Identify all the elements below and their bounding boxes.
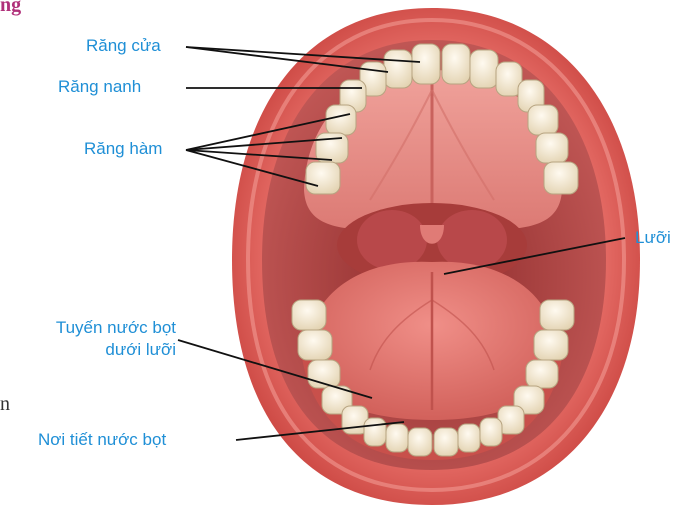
cropped-text-fragment-top: ng: [0, 0, 21, 17]
cropped-text-fragment-left-edge: n: [0, 393, 10, 416]
label-rang-nanh: Răng nanh: [58, 77, 141, 97]
label-tuyen-nuoc-bot-line1: Tuyến nước bọt: [4, 318, 176, 338]
label-luoi: Lưỡi: [635, 228, 671, 248]
label-rang-ham: Răng hàm: [84, 139, 162, 159]
label-tuyen-nuoc-bot-line2: dưới lưỡi: [4, 340, 176, 360]
label-noi-tiet-nuoc-bot: Nơi tiết nước bọt: [38, 430, 166, 450]
label-rang-cua: Răng cửa: [86, 36, 161, 56]
